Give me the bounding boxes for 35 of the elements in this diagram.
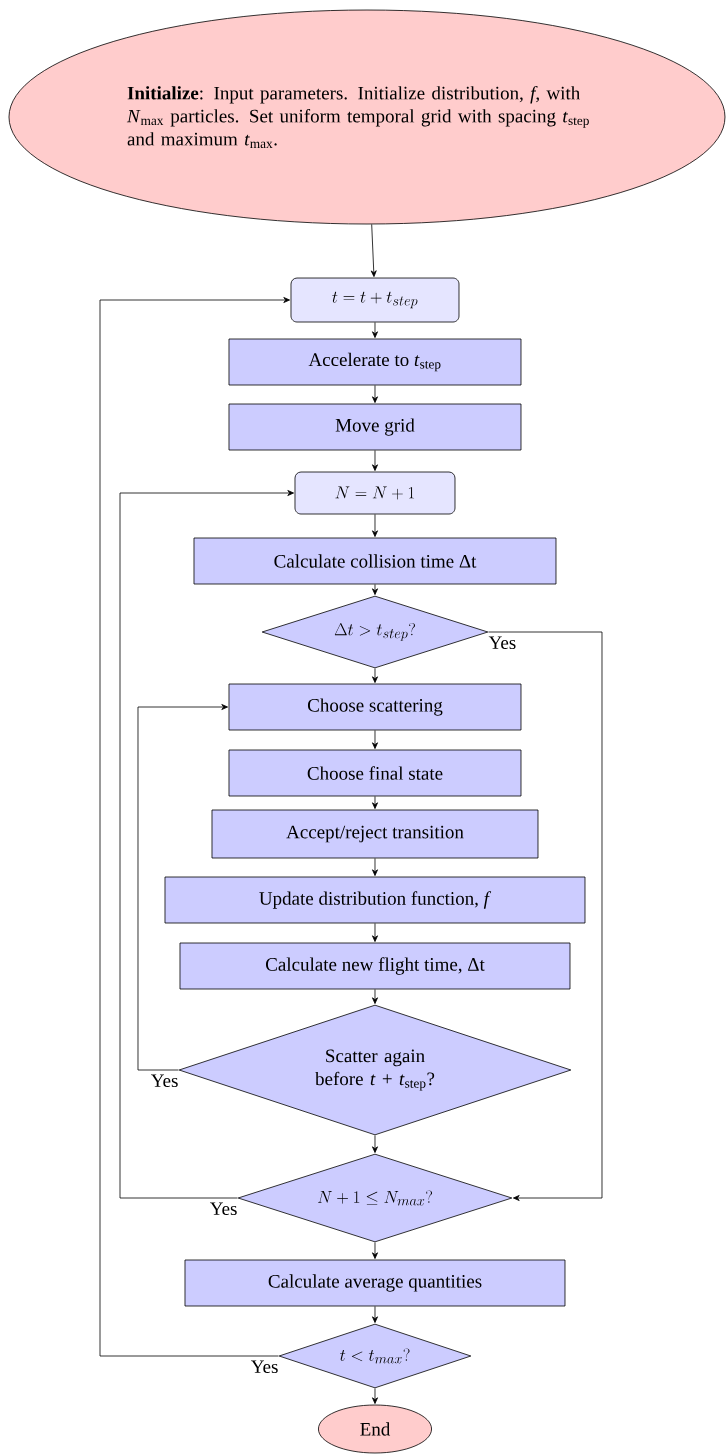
arrow — [99, 297, 290, 1357]
process-box: Accept/reject transition — [211, 809, 539, 859]
edge-label: Yes — [249, 1359, 280, 1375]
process-box: Accelerate to t$_{step}$ — [228, 338, 522, 386]
process-box: Calculate new flight time, Δt — [179, 942, 571, 990]
process-box: Update distribution function, f — [164, 876, 586, 924]
process-box: Choose final state — [228, 749, 522, 797]
arrow — [372, 514, 378, 537]
arrow — [137, 704, 228, 1071]
arrow — [372, 730, 378, 749]
arrow — [372, 1135, 378, 1153]
arrow — [372, 1388, 378, 1404]
arrow — [372, 1242, 378, 1259]
process-box: Calculate collision time Δt — [193, 537, 557, 585]
counter-box: $t = t + t_{step}$ — [290, 277, 460, 323]
arrow — [372, 385, 378, 403]
arrow — [119, 490, 294, 1199]
arrow — [372, 858, 378, 876]
process-box: Calculate average quantities — [184, 1259, 566, 1307]
edge-label: Yes — [487, 635, 518, 651]
arrow — [372, 584, 378, 595]
arrow — [488, 631, 603, 1201]
arrow — [372, 989, 378, 1004]
arrow — [372, 450, 378, 471]
edge-label: Yes — [149, 1073, 180, 1089]
process-box: Choose scattering — [228, 683, 522, 731]
edge-label: Yes — [208, 1201, 239, 1217]
arrow — [372, 796, 378, 809]
counter-box: $N = N + 1$ — [294, 471, 456, 515]
arrow — [372, 1306, 378, 1323]
arrow — [372, 668, 378, 683]
arrow — [372, 322, 378, 338]
arrow — [372, 923, 378, 942]
process-box: Move grid — [228, 403, 522, 451]
arrow — [370, 224, 377, 277]
